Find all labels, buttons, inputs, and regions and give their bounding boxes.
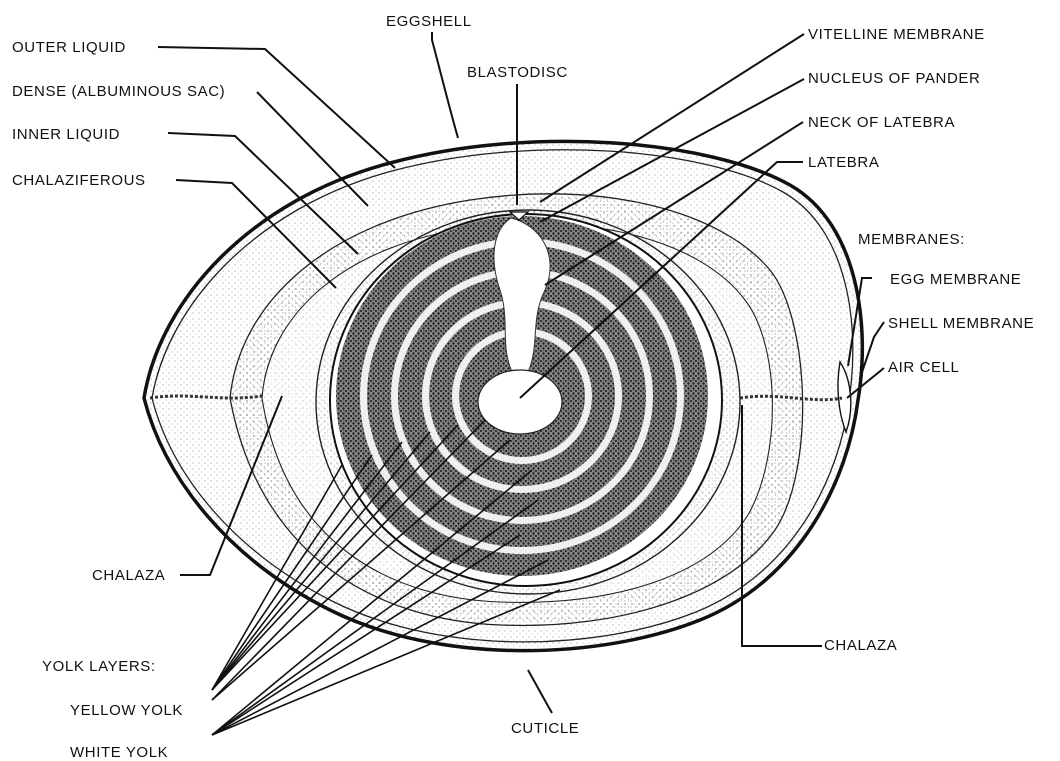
egg-membrane-label: EGG MEMBRANE	[890, 271, 1021, 288]
vitelline-label: VITELLINE MEMBRANE	[808, 26, 985, 43]
chalaza-left-cord	[150, 396, 262, 398]
cuticle-leader	[528, 670, 552, 713]
latebra	[478, 370, 562, 434]
nucleus-label: NUCLEUS OF PANDER	[808, 70, 980, 87]
chalaza-right-label: CHALAZA	[824, 637, 897, 654]
air-cell-label: AIR CELL	[888, 359, 960, 376]
latebra-label: LATEBRA	[808, 154, 879, 171]
outer-liquid-label: OUTER LIQUID	[12, 39, 126, 56]
chalaziferous-label: CHALAZIFEROUS	[12, 172, 146, 189]
cuticle-label: CUTICLE	[511, 720, 579, 737]
outer-liquid-leader	[158, 47, 395, 168]
chalaza-left-label: CHALAZA	[92, 567, 165, 584]
membranes-heading: MEMBRANES:	[858, 231, 965, 248]
yellow-yolk-label: YELLOW YOLK	[70, 702, 183, 719]
white-yolk-label: WHITE YOLK	[70, 744, 168, 761]
dense-label: DENSE (ALBUMINOUS SAC)	[12, 83, 225, 100]
yolk-layers-heading: YOLK LAYERS:	[42, 658, 156, 675]
blastodisc-label: BLASTODISC	[467, 64, 568, 81]
eggshell-label: EGGSHELL	[386, 13, 472, 30]
inner-liquid-label: INNER LIQUID	[12, 126, 120, 143]
dense-leader	[257, 92, 368, 206]
eggshell-leader	[432, 32, 458, 138]
neck-label: NECK OF LATEBRA	[808, 114, 955, 131]
shell-membrane-label: SHELL MEMBRANE	[888, 315, 1034, 332]
